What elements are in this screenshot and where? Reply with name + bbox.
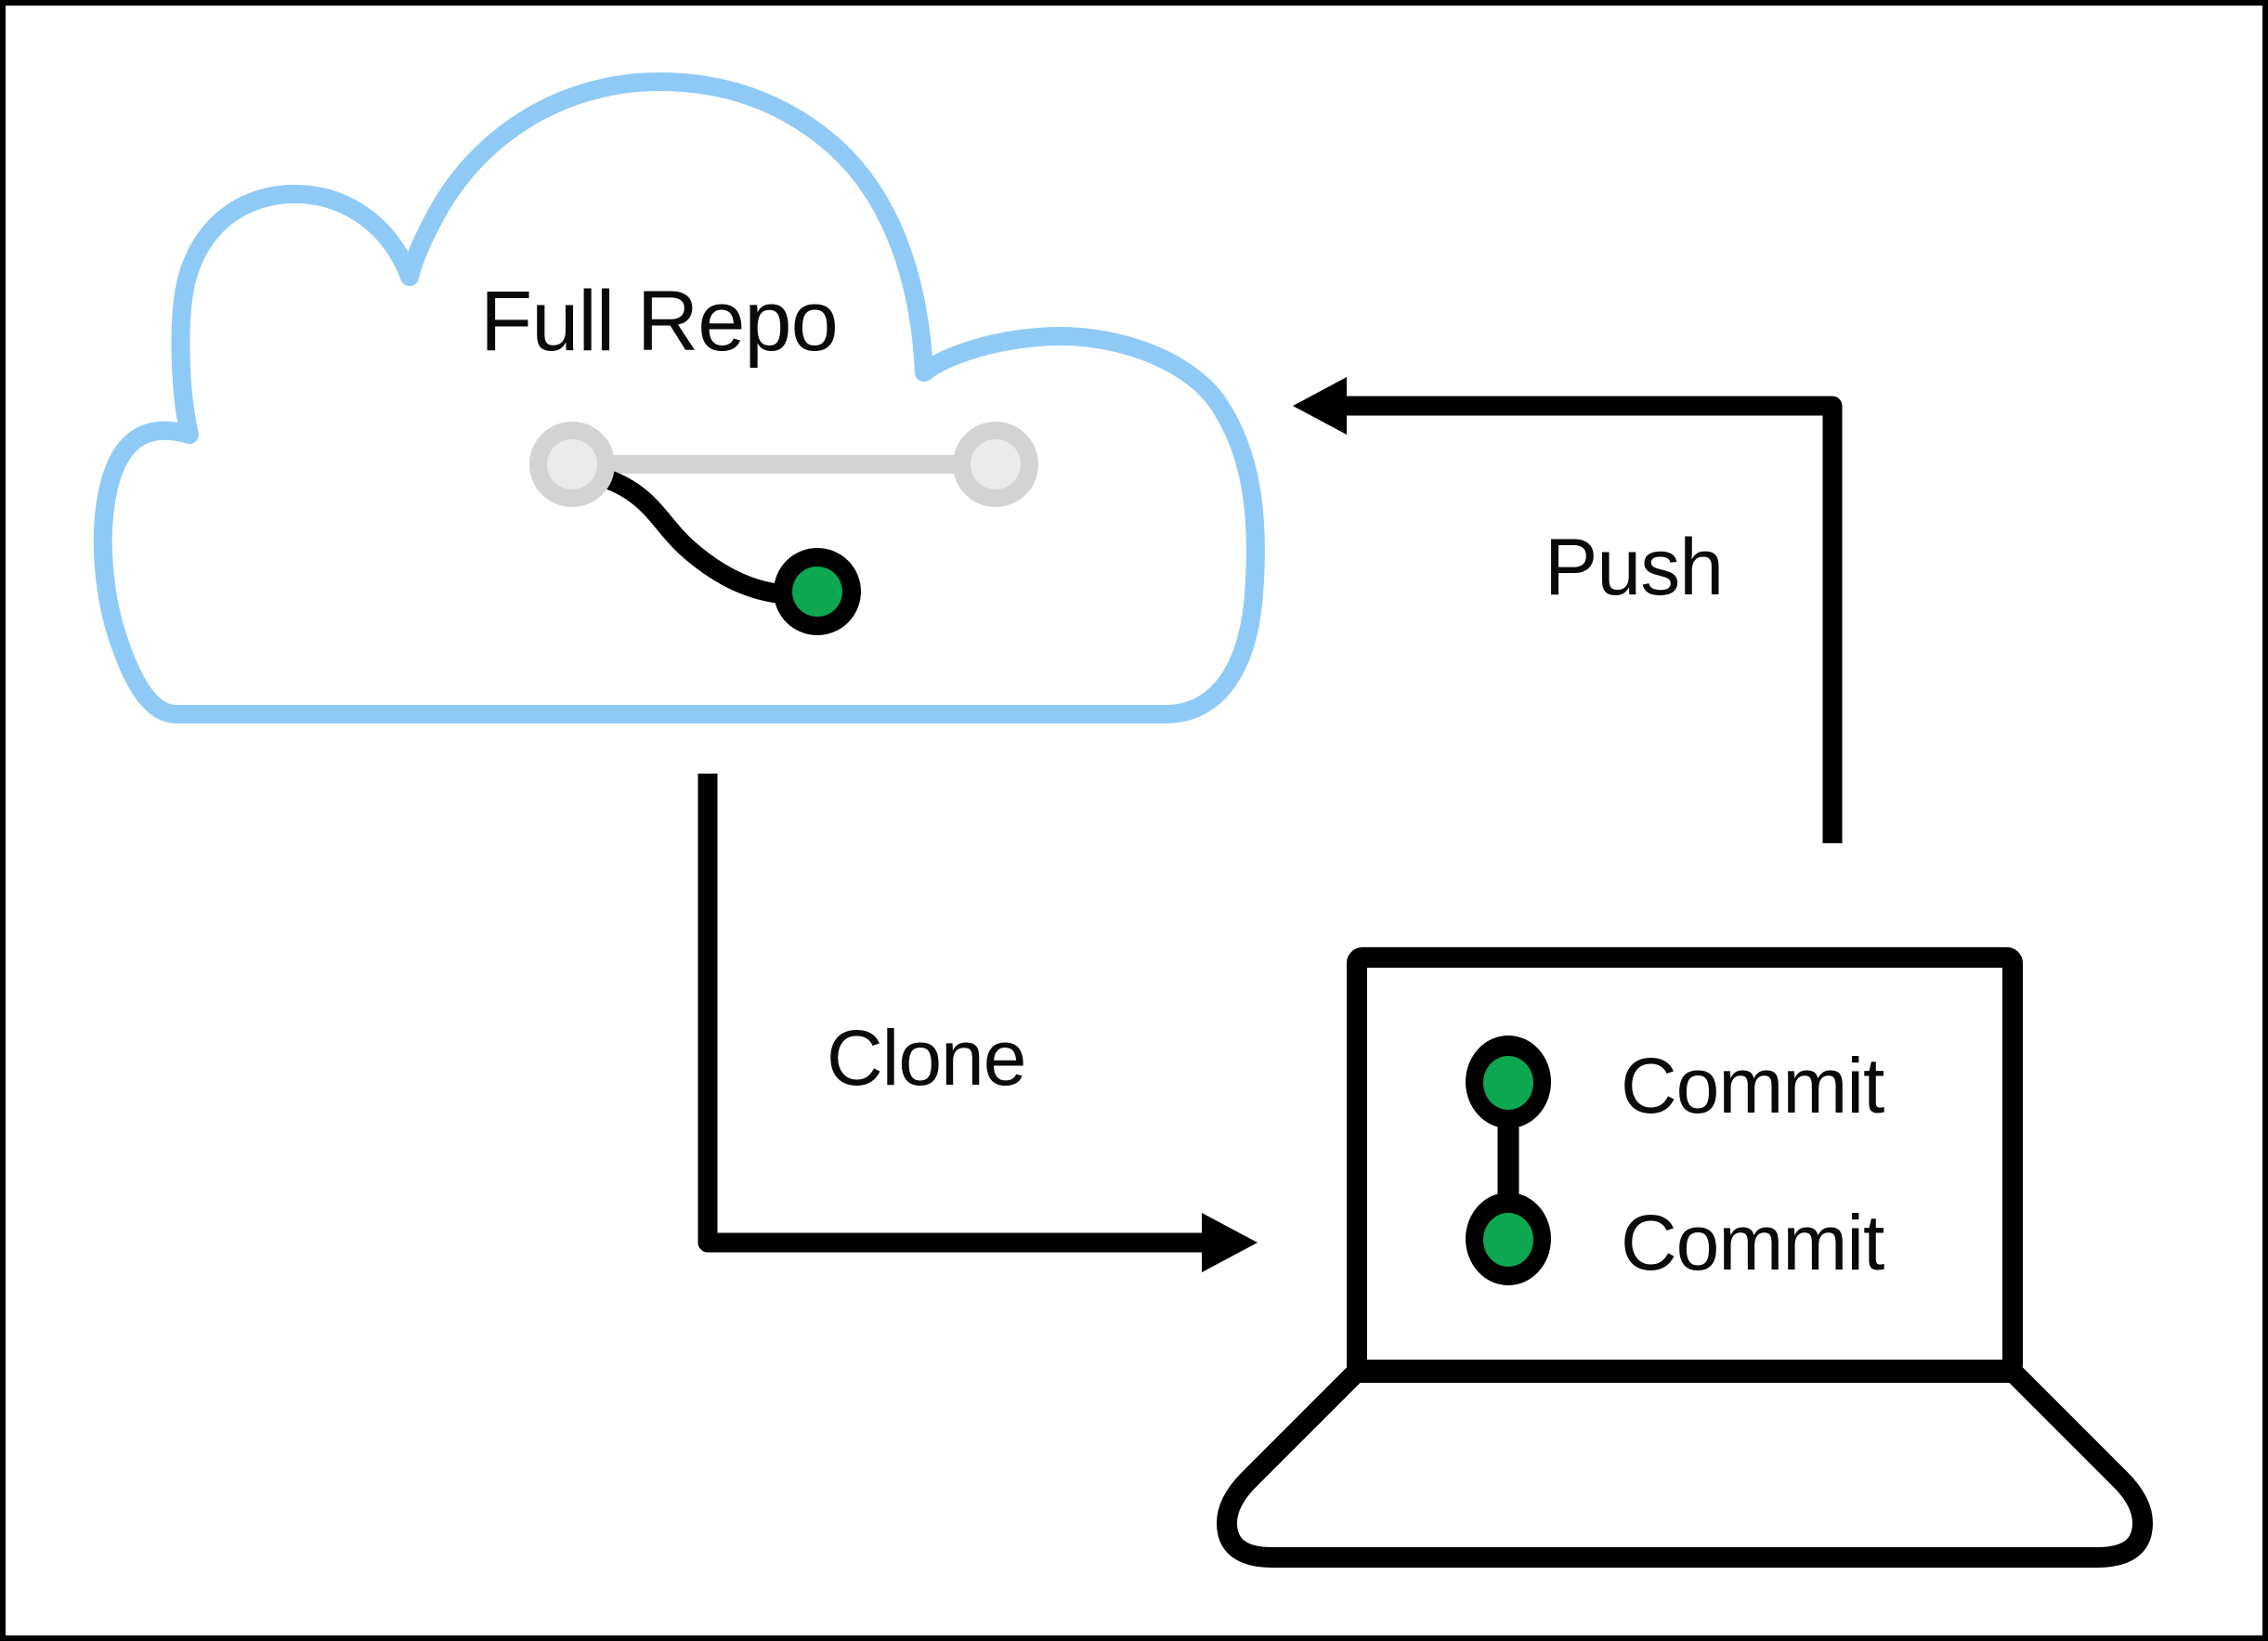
push-label: Push <box>1545 523 1723 612</box>
clone-arrow-line <box>697 774 1202 1253</box>
remote-new-commit-node <box>792 567 842 617</box>
laptop-base <box>1217 1362 2153 1568</box>
local-commit-label-1: Commit <box>1621 1042 1884 1129</box>
push-arrow: Push <box>1293 377 1843 843</box>
cloud-shape <box>93 72 1265 723</box>
push-arrowhead-icon <box>1293 377 1347 435</box>
remote-commit-node-inner-left <box>547 439 597 489</box>
remote-branch-graph <box>529 422 1038 635</box>
push-arrow-line <box>1340 396 1843 843</box>
local-commit-label-2: Commit <box>1621 1199 1884 1286</box>
laptop-screen <box>1347 947 2023 1380</box>
clone-label: Clone <box>827 1014 1025 1101</box>
cloud-label: Full Repo <box>480 274 838 369</box>
laptop-icon: Commit Commit <box>1217 947 2153 1568</box>
local-commit-node-1 <box>1483 1056 1533 1110</box>
local-commit-graph: Commit Commit <box>1466 1035 1885 1286</box>
remote-commit-node-inner-right <box>971 439 1021 489</box>
clone-arrow: Clone <box>697 774 1258 1272</box>
clone-arrowhead-icon <box>1202 1213 1258 1272</box>
local-commit-node-2 <box>1483 1213 1533 1267</box>
remote-feature-branch-curve <box>567 461 820 606</box>
